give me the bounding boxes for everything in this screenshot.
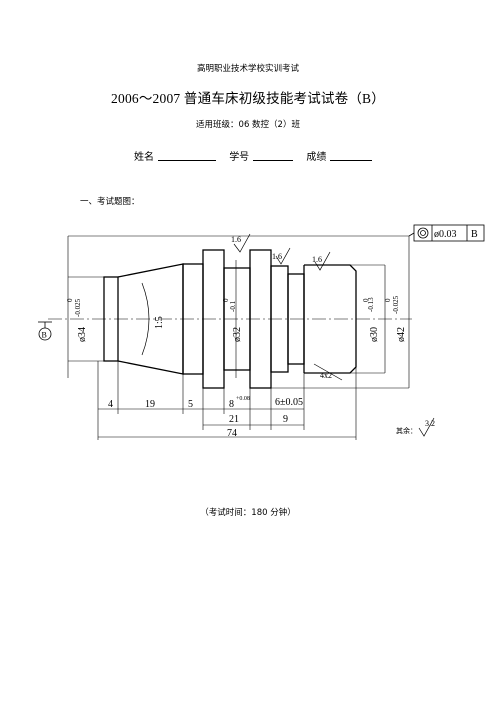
dia-mid-tol-upper: 0 <box>222 298 230 302</box>
section-heading: 一、考试题图： <box>80 197 140 207</box>
dim-4: 4 <box>108 399 113 410</box>
exam-title: 2006～2007 普通车床初级技能考试试卷（B） <box>111 91 385 106</box>
roughness-right: 1.6 <box>312 255 322 264</box>
name-blank[interactable] <box>158 151 216 161</box>
datum-symbol <box>38 321 52 341</box>
extension-lines <box>67 235 410 440</box>
datum-label: B <box>42 331 47 340</box>
student-id-blank[interactable] <box>253 151 294 161</box>
dim-9: 9 <box>283 414 288 425</box>
class-line: 适用班级：06 数控（2）班 <box>196 120 300 130</box>
student-info-row: 姓名 学号 成绩 <box>134 148 382 163</box>
dim-5: 5 <box>188 399 193 410</box>
roughness-rest-label: 其余： <box>396 426 417 435</box>
dim-21: 21 <box>229 414 239 425</box>
dia-right-tol-lower: -0.13 <box>367 297 375 312</box>
exam-duration: （考试时间：180 分钟） <box>200 508 296 518</box>
dia-mid-tol-lower: -0.1 <box>229 300 237 312</box>
roughness-rest: 3.2 <box>425 419 435 428</box>
part-outline <box>103 249 357 389</box>
dia-left-tol-lower: -0.025 <box>74 298 82 317</box>
tolerance-frame <box>408 224 485 242</box>
score-label: 成绩 <box>306 152 327 163</box>
roughness-symbols <box>233 233 435 437</box>
dia-left-label: ø34 <box>77 327 88 342</box>
roughness-left: 1.6 <box>231 235 241 244</box>
name-label: 姓名 <box>134 152 154 163</box>
student-id-label: 学号 <box>229 152 250 163</box>
taper-arc <box>141 282 150 356</box>
dia-max-tol-lower: -0.025 <box>392 295 400 314</box>
school-name: 高明职业技术学校实训考试 <box>196 64 299 74</box>
groove-leader <box>313 363 343 381</box>
dia-right-tol-upper: 0 <box>362 298 370 302</box>
dia-max-label: ø42 <box>396 327 407 342</box>
dia-left-tol-upper: 0 <box>66 298 74 302</box>
dia-max-tol-upper: 0 <box>384 298 392 302</box>
tolerance-datum: B <box>471 229 478 240</box>
dia-mid-label: ø32 <box>232 327 243 342</box>
dim-8-tol: +0.08 <box>236 396 250 402</box>
tolerance-value: ø0.03 <box>434 229 457 240</box>
dim-6: 6±0.05 <box>275 397 303 408</box>
dim-19: 19 <box>145 399 155 410</box>
score-blank[interactable] <box>330 151 373 161</box>
taper-label: 1:5 <box>154 316 165 329</box>
dim-8: 8 <box>229 399 234 410</box>
roughness-mid: 1.6 <box>272 252 282 261</box>
dia-right-label: ø30 <box>369 327 380 342</box>
groove-label: 4x2 <box>320 371 332 380</box>
dim-74: 74 <box>227 428 237 439</box>
